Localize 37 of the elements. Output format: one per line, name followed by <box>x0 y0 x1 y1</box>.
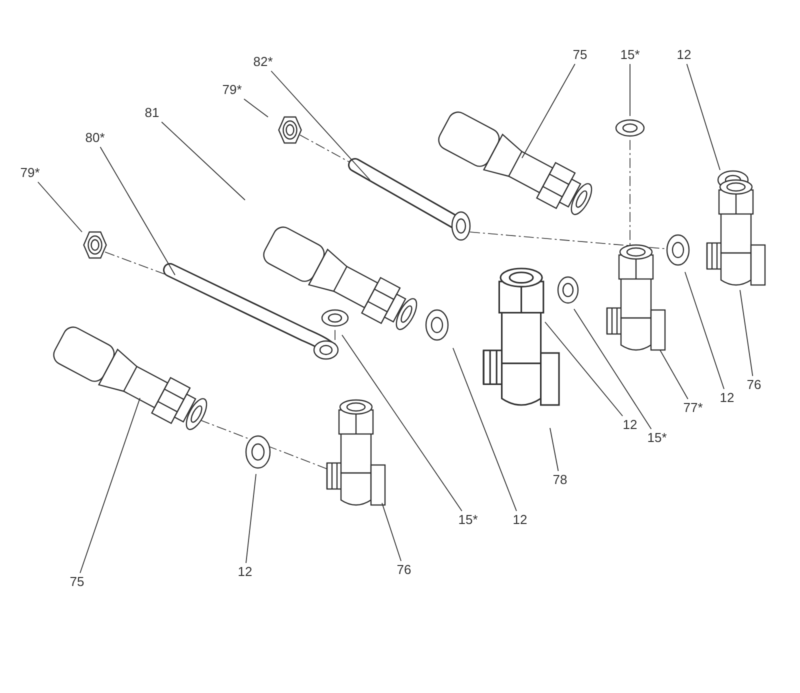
leader-line <box>544 322 624 416</box>
callout-number: 77* <box>676 400 710 416</box>
callout-number: 80* <box>78 130 112 146</box>
leader-line <box>686 64 720 170</box>
callout-number: 79* <box>13 165 47 181</box>
leader-line <box>740 290 754 376</box>
leader-line <box>452 348 517 512</box>
callout-number: 12 <box>503 512 537 528</box>
callout-number: 78 <box>543 472 577 488</box>
leader-line <box>100 146 176 276</box>
leader-line <box>80 398 140 574</box>
callout-number: 79* <box>215 82 249 98</box>
leader-line <box>37 182 82 232</box>
callout-number: 15* <box>613 47 647 63</box>
callout-number: 12 <box>228 564 262 580</box>
callout-number: 76 <box>737 377 771 393</box>
callout-number: 75 <box>60 574 94 590</box>
leader-line <box>161 122 246 200</box>
callout-number: 12 <box>667 47 701 63</box>
leader-line <box>660 350 688 400</box>
callout-number: 76 <box>387 562 421 578</box>
callout-number: 15* <box>640 430 674 446</box>
leader-line <box>246 474 256 564</box>
leader-line <box>342 334 462 512</box>
callout-number: 82* <box>246 54 280 70</box>
leader-line <box>270 70 370 180</box>
leader-line <box>684 272 724 390</box>
callout-number: 12 <box>710 390 744 406</box>
leader-line <box>382 502 402 562</box>
callout-number: 15* <box>451 512 485 528</box>
leader-line <box>522 64 576 158</box>
leader-line <box>244 98 268 118</box>
leader-line <box>550 428 559 472</box>
callout-number: 81 <box>135 105 169 121</box>
callout-number: 75 <box>563 47 597 63</box>
callout-number: 12 <box>613 417 647 433</box>
leader-line <box>574 308 652 430</box>
